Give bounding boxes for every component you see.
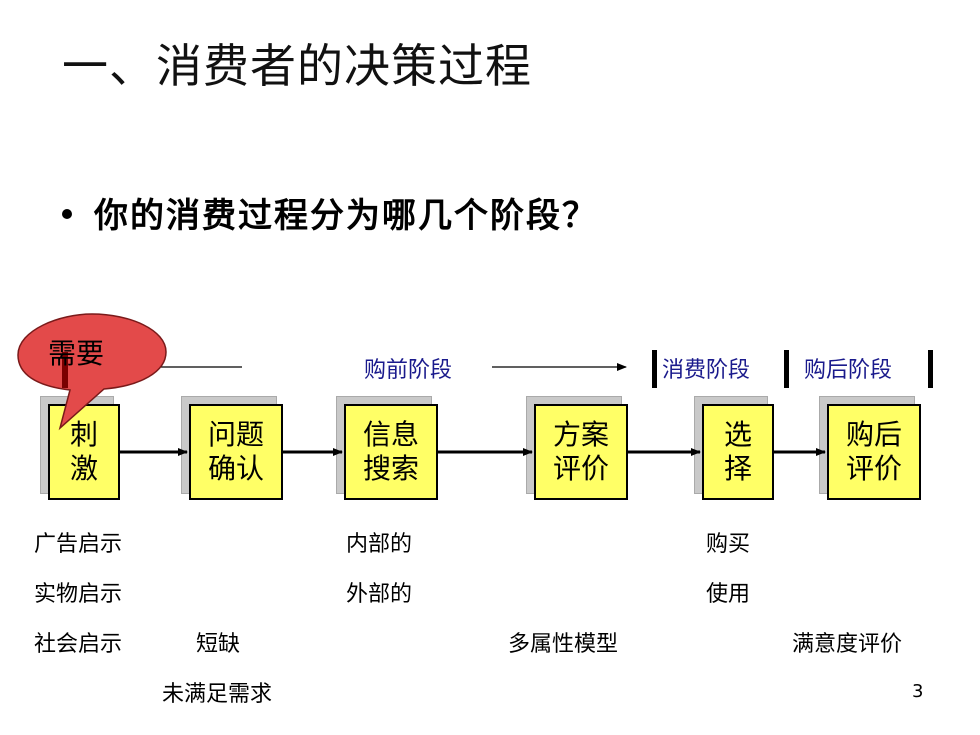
stage-divider-2 — [784, 350, 789, 388]
note-stimulus-3: 社会启示 — [34, 632, 123, 657]
note-problem-1: 短缺 — [196, 632, 241, 657]
note-evaluation-1: 多属性模型 — [508, 632, 619, 657]
step-label-line1: 购后 — [845, 418, 902, 451]
stage-pre-purchase: 购前阶段 — [364, 358, 453, 383]
step-label-line1: 问题 — [207, 418, 264, 451]
question-text: 你的消费过程分为哪几个阶段？ — [94, 196, 598, 236]
step-label-line1: 刺 — [69, 418, 98, 451]
note-search-1: 内部的 — [346, 532, 413, 557]
step-label-line1: 信息 — [362, 418, 419, 451]
step-choice: 选择 — [702, 404, 774, 500]
callout-marker — [62, 352, 68, 388]
step-label-line2: 激 — [69, 452, 98, 485]
note-stimulus-2: 实物启示 — [34, 582, 123, 607]
callout-need: 需要 — [48, 337, 105, 370]
stage-post-purchase: 购后阶段 — [804, 358, 893, 383]
step-label-line2: 评价 — [845, 452, 902, 485]
step-alternative-evaluation: 方案评价 — [534, 404, 628, 500]
step-post-purchase-evaluation: 购后评价 — [827, 404, 921, 500]
note-choice-1: 购买 — [706, 532, 751, 557]
stage-consumption: 消费阶段 — [662, 358, 751, 383]
step-label-line2: 择 — [723, 452, 752, 485]
step-label-line2: 搜索 — [362, 452, 419, 485]
slide-title: 一、消费者的决策过程 — [62, 39, 532, 93]
step-problem-recognition: 问题确认 — [189, 404, 283, 500]
note-post-1: 满意度评价 — [792, 632, 903, 657]
stage-divider-3 — [928, 350, 933, 388]
step-label-line1: 选 — [723, 418, 752, 451]
bullet-dot-icon — [62, 208, 72, 219]
note-problem-2: 未满足需求 — [162, 682, 273, 707]
step-label-line2: 确认 — [207, 452, 264, 485]
stage-divider-1 — [652, 350, 657, 388]
callout-bubble — [17, 313, 167, 431]
note-choice-2: 使用 — [706, 582, 751, 607]
step-stimulus: 刺激 — [48, 404, 120, 500]
note-search-2: 外部的 — [346, 582, 413, 607]
question-bullet: 你的消费过程分为哪几个阶段？ — [62, 188, 598, 237]
page-number: 3 — [912, 681, 924, 702]
step-label-line1: 方案 — [552, 418, 609, 451]
note-stimulus-1: 广告启示 — [34, 532, 123, 557]
step-information-search: 信息搜索 — [344, 404, 438, 500]
step-label-line2: 评价 — [552, 452, 609, 485]
